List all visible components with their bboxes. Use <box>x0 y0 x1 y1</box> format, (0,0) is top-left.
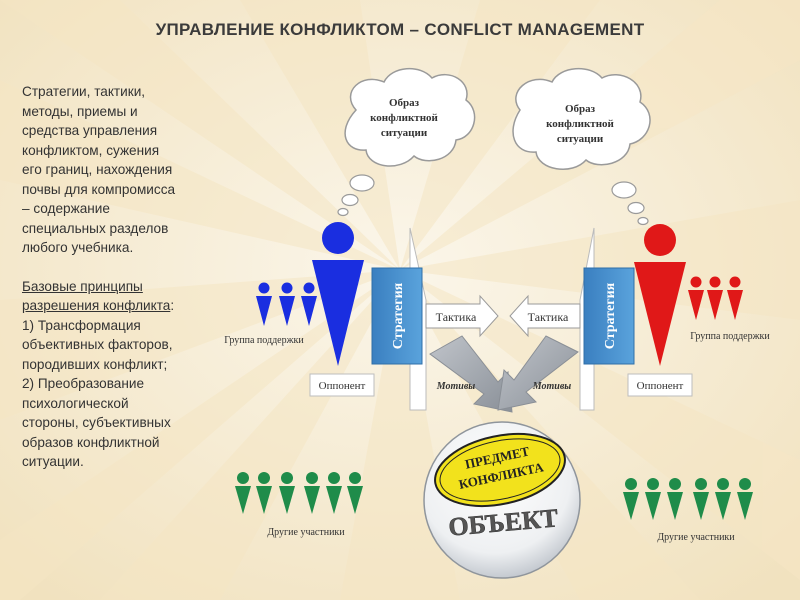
intro-line: его границ, нахождения <box>22 162 173 177</box>
intro-line: средства управления <box>22 123 158 138</box>
principle-line: объективных факторов, <box>22 337 173 352</box>
right-motives-label: Мотивы <box>532 381 572 392</box>
left-support-group <box>256 282 317 326</box>
intro-line: – содержание <box>22 201 110 216</box>
intro-line: специальных разделов <box>22 220 169 236</box>
page-title: УПРАВЛЕНИЕ КОНФЛИКТОМ – CONFLICT MANAGEM… <box>155 20 645 39</box>
intro-line: конфликтом, сужения <box>22 142 160 158</box>
left-description: Стратегии, тактики, методы, приемы и сре… <box>22 82 222 472</box>
principle-line: стороны, субъективных <box>22 415 171 430</box>
principles-heading-text: разрешения конфликта <box>22 298 171 313</box>
left-other-participants <box>235 472 363 514</box>
left-cloud-line: Образ <box>389 97 420 109</box>
principle-line: породивших конфликт; <box>22 356 168 372</box>
left-other-participants-label: Другие участники <box>267 527 345 538</box>
right-strategy-block: Стратегия <box>579 227 635 411</box>
left-cloud-line: ситуации <box>381 127 428 139</box>
left-thought-cloud: Образ конфликтной ситуации <box>337 67 476 217</box>
left-tactic-arrow: Тактика <box>425 294 499 338</box>
principle-line: ситуации. <box>22 454 84 469</box>
right-opponent-figure: Оппонент <box>627 224 693 397</box>
principle-line: 2) Преобразование <box>22 376 144 391</box>
right-thought-cloud: Образ конфликтной ситуации <box>512 67 651 226</box>
intro-line: методы, приемы и <box>22 103 138 119</box>
left-opponent-figure: Оппонент <box>309 222 375 397</box>
intro-line: любого учебника. <box>22 240 134 255</box>
object-globe: ПРЕДМЕТ КОНФЛИКТА ОБЪЕКТ <box>423 421 581 579</box>
principles-heading-line1: Базовые принципы <box>22 278 143 294</box>
right-tactic-label: Тактика <box>528 310 569 324</box>
right-opponent-label: Оппонент <box>637 380 684 392</box>
right-strategy-label: Стратегия <box>603 282 618 349</box>
intro-line: Стратегии, тактики, <box>22 84 146 99</box>
right-other-participants-label: Другие участники <box>657 532 735 543</box>
right-cloud-line: ситуации <box>557 133 604 145</box>
principle-line: образов конфликтной <box>22 434 160 450</box>
left-strategy-label: Стратегия <box>391 282 406 349</box>
intro-line: почвы для компромисса <box>22 181 176 197</box>
principle-line: психологической <box>22 395 129 411</box>
left-motives-label: Мотивы <box>436 381 476 392</box>
right-support-group <box>688 276 743 320</box>
left-cloud-line: конфликтной <box>370 112 438 124</box>
right-other-participants <box>623 478 753 520</box>
right-tactic-arrow: Тактика <box>509 294 581 338</box>
principles-colon: : <box>170 298 175 313</box>
principles-heading-line2: разрешения конфликта: <box>22 296 222 316</box>
right-cloud-line: конфликтной <box>546 118 614 130</box>
left-tactic-label: Тактика <box>436 310 477 324</box>
right-cloud-line: Образ <box>565 103 596 115</box>
motive-arrow-right <box>497 335 579 411</box>
left-support-group-label: Группа поддержки <box>224 335 304 346</box>
left-strategy-block: Стратегия <box>371 227 427 411</box>
right-support-group-label: Группа поддержки <box>690 331 770 342</box>
left-opponent-label: Оппонент <box>319 380 366 392</box>
principle-line: 1) Трансформация <box>22 317 141 333</box>
